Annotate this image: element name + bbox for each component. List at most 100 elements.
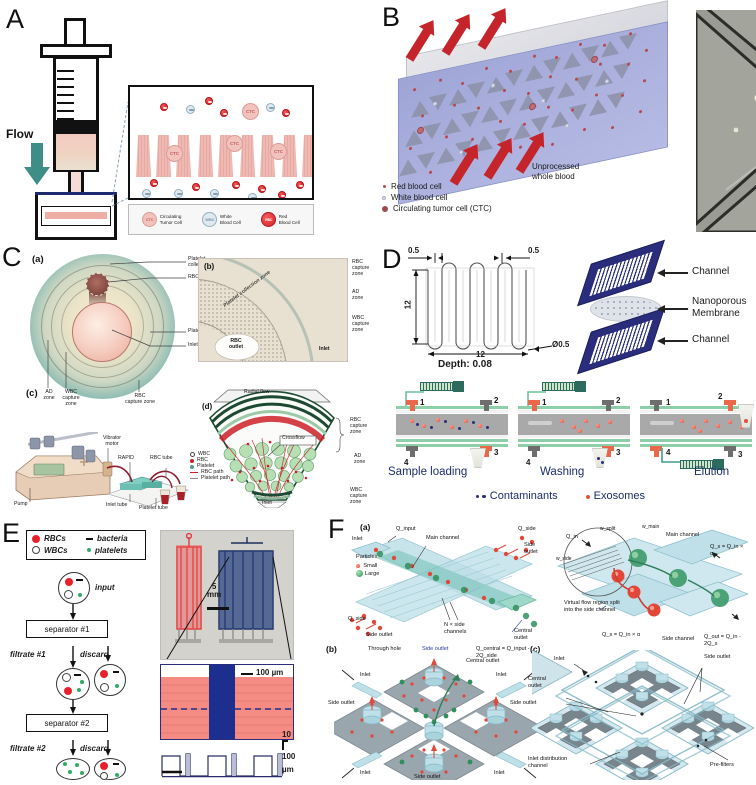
sector-svg — [196, 388, 348, 508]
dim-depth: Depth: 0.08 — [438, 359, 492, 371]
ctc-captured: CTC — [226, 135, 243, 152]
legend-label-wbc: White blood cell — [391, 193, 447, 203]
panel-e-flowchart-lines — [0, 512, 160, 781]
label-radial-flow: Radial flow — [244, 390, 269, 396]
stage-elution: 1 2 3 4 Elution — [638, 382, 754, 468]
grey-line-icon — [190, 478, 198, 479]
callout-rbc-tube: RBC tube — [150, 456, 173, 462]
panel-d: D — [380, 240, 756, 512]
label-q-side-top: Q_side — [518, 526, 536, 533]
callout-rapid: RAPID — [118, 456, 134, 462]
port-number-3: 3 — [494, 448, 498, 458]
label-nanoporous-membrane: Nanoporous Membrane — [692, 296, 746, 319]
exploded-device-assembly: Channel Nanoporous Membrane Channel — [578, 250, 754, 370]
callout-b-wbc-capture-zone: WBC capture zone — [352, 316, 380, 334]
label-through-hole: Through hole — [368, 646, 401, 653]
legend-wbc-line2: Blood Cell — [220, 220, 241, 225]
label-inlet-b-tr: Inlet — [496, 672, 507, 679]
device-channel-layer — [518, 414, 630, 435]
port-number-1: 1 — [542, 398, 546, 408]
label-filtrate-1: filtrate #1 — [10, 650, 46, 660]
device-layer-white — [518, 435, 630, 438]
callout-d-wbc-capture-zone: WBC capture zone — [350, 488, 378, 506]
valve-4 — [528, 446, 540, 455]
rbc — [258, 185, 266, 193]
scale-bar-photo — [207, 607, 229, 610]
trace-label-100: 100 — [282, 752, 295, 762]
flow-arrow-head — [24, 167, 50, 185]
label-n-side-channels: N × side channels — [444, 622, 466, 635]
stage-label-sample-loading: Sample loading — [388, 466, 467, 478]
ctc-captured: CTC — [166, 145, 183, 162]
syringe-neck-fluid — [71, 172, 81, 194]
red-dot-icon — [190, 459, 194, 463]
contaminant-dot-icon — [482, 495, 485, 498]
tube-connector — [660, 446, 690, 468]
exosome — [572, 425, 576, 429]
legend-item-contaminants: Contaminants — [476, 490, 558, 503]
valve-2 — [724, 400, 736, 409]
port-number-2: 2 — [616, 396, 620, 406]
flow-split-schematic: w_split w_main w_side Q_in Main channel … — [542, 524, 748, 652]
rbc — [150, 179, 158, 187]
arrow-to-membrane — [664, 308, 688, 310]
syringe-graduations — [53, 70, 99, 120]
node-filtrate-1 — [56, 668, 90, 700]
label-side-outlet-bottom-b: Side outlet — [414, 774, 440, 781]
legend-label-exosomes: Exosomes — [594, 490, 645, 503]
device-layer-green — [396, 439, 508, 442]
unprocessed-blood-caption: Unprocessed whole blood — [532, 162, 579, 181]
legend-item-wbc: WBC White Blood Cell — [202, 212, 240, 227]
rbc — [232, 181, 240, 189]
label-inlet-b-tl: Inlet — [360, 672, 371, 679]
label-rbc-outlet-b: RBC outlet — [221, 339, 251, 351]
label-pre-filters: Pre-filters — [710, 762, 734, 769]
label-inlet-b: Inlet — [319, 347, 330, 353]
contaminant — [444, 420, 447, 423]
disc-zoom-micrograph: (b) Platelet collection zone RBC outlet … — [198, 258, 348, 362]
legend-wbc-line1: White — [220, 214, 232, 219]
label-central-outlet-c: Central outlet — [528, 676, 546, 689]
legend-title-particles: Particles — [356, 554, 379, 561]
ctc-icon: CTC — [142, 212, 157, 227]
label-w-main: w_main — [642, 524, 659, 530]
sector-schematic: (d) Radial flow Crossflow Inlet — [196, 388, 348, 508]
wbc — [186, 105, 195, 114]
pillar — [198, 135, 213, 177]
pillar — [302, 135, 314, 177]
exosome — [716, 424, 720, 428]
legend-row-platelet-path: Platelet path — [190, 476, 230, 482]
label-channel-top: Channel — [692, 266, 729, 278]
ctc-dot-icon — [382, 206, 388, 212]
legend-label-ctc: Circulating Tumor Cell — [160, 214, 182, 225]
exosome-dot-icon — [586, 495, 590, 499]
label-q-in: Q_in — [566, 534, 578, 541]
callout-inlet: Inlet — [188, 343, 198, 349]
panel-c-sub-d: (d) — [202, 402, 212, 411]
rbc-dot-icon — [383, 185, 386, 188]
rbc — [160, 103, 168, 111]
small-particle-icon — [356, 564, 360, 568]
panel-a: A Flow — [0, 0, 380, 240]
exosome — [436, 418, 440, 422]
label-main-channel-right: Main channel — [666, 532, 699, 539]
valve-2 — [480, 400, 492, 409]
fluorescence-micrograph — [696, 10, 756, 232]
panel-a-label: A — [6, 6, 24, 33]
node-input — [58, 572, 90, 604]
panel-d-legend: Contaminants Exosomes — [476, 490, 645, 503]
chip-channel-fluid — [45, 212, 107, 219]
label-w-split: w_split — [600, 526, 615, 532]
label-side-outlet-bottom: Side outlet — [366, 632, 392, 639]
panel-c-sub-c: (c) — [26, 388, 38, 399]
label-discard-1: discard — [80, 650, 108, 660]
device-layer-green — [518, 439, 630, 442]
device-layer-white — [640, 435, 752, 438]
node-filtrate-2 — [56, 758, 90, 780]
contaminant — [430, 426, 433, 429]
label-qs-top: Q_s = Q_in × α — [710, 544, 748, 557]
label-separator-1: separator #1 — [45, 625, 90, 634]
legend-item-ctc: CTC Circulating Tumor Cell — [142, 212, 182, 227]
cross-channel-device-3d: Q_input Inlet Main channel Q_side Side o… — [346, 528, 542, 652]
arrow-to-channel-bottom — [664, 340, 688, 342]
